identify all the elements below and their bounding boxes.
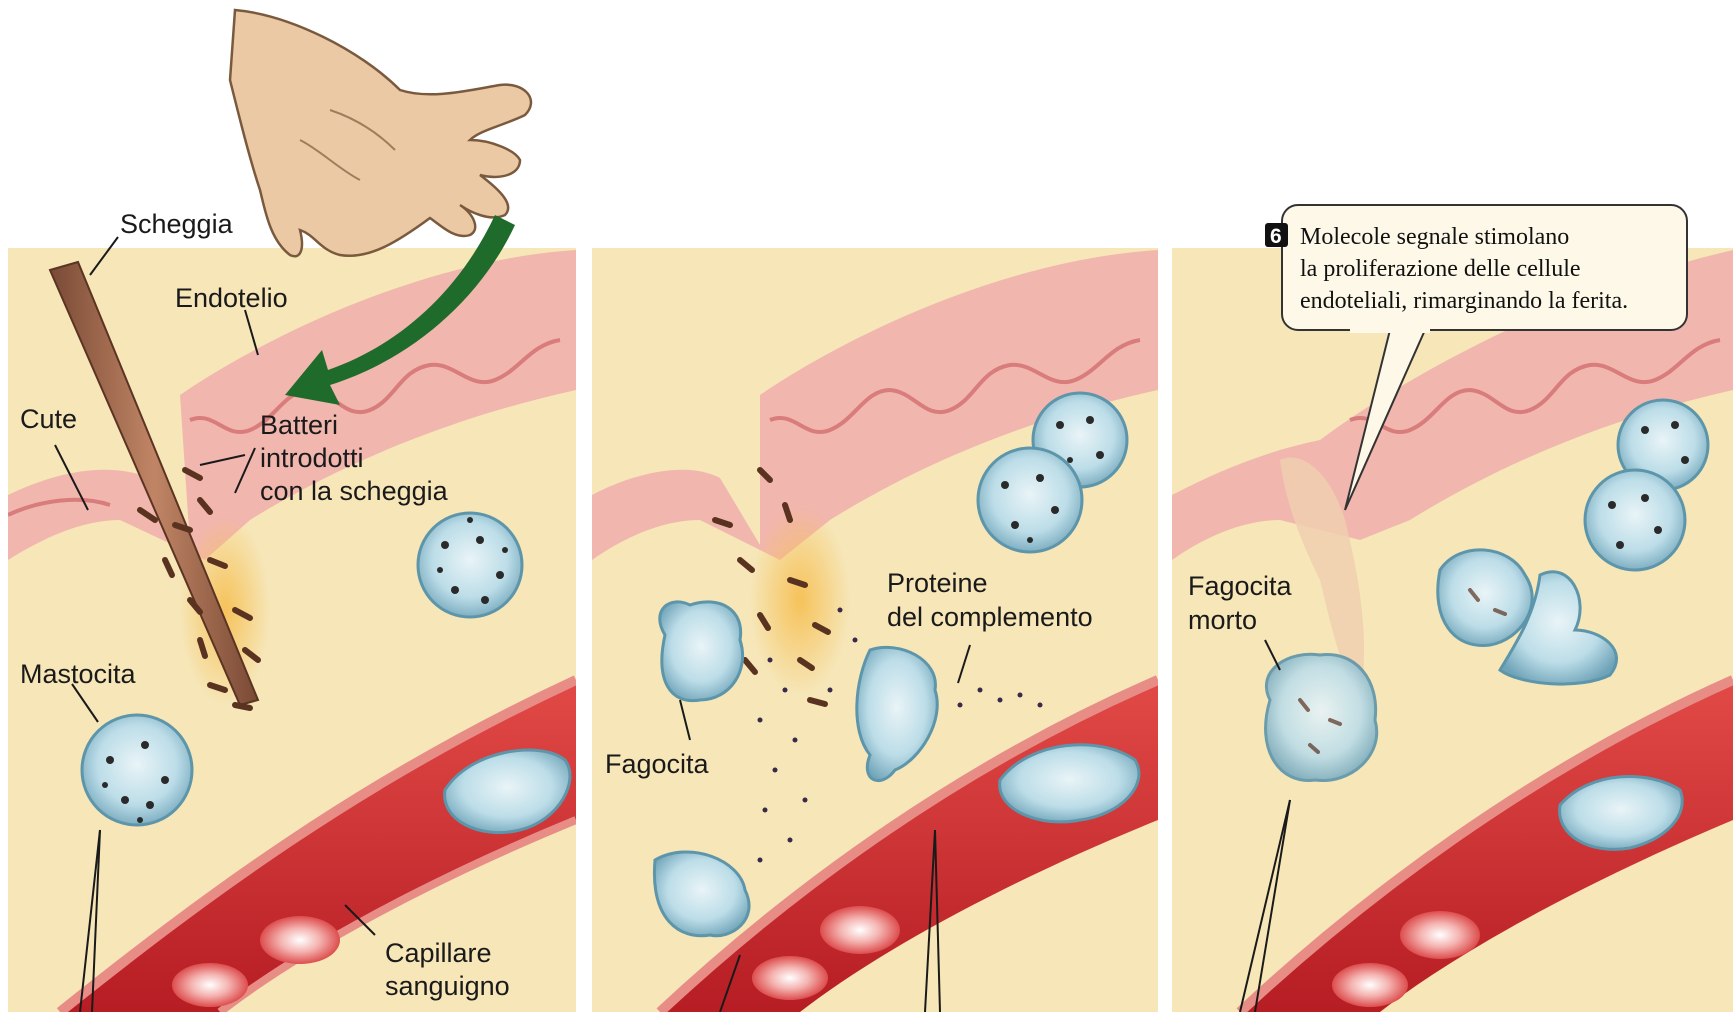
- dead-phagocyte: [1266, 654, 1377, 780]
- label-mastocita: Mastocita: [20, 659, 137, 689]
- label-fagocita-morto-2: morto: [1188, 605, 1257, 635]
- callout-line-2: la proliferazione delle cellule: [1300, 256, 1581, 282]
- panel-2: Proteine del complemento Fagocita: [592, 248, 1158, 1012]
- panel-3: 6 Molecole segnale stimolano la prolifer…: [1172, 205, 1733, 1012]
- mast-cell: [978, 448, 1082, 552]
- mast-cell: [1585, 470, 1685, 570]
- label-proteine-2: del complemento: [887, 602, 1093, 632]
- red-blood-cell: [1332, 963, 1408, 1007]
- label-capillare-2: sanguigno: [385, 971, 510, 1001]
- mast-cell: [418, 513, 522, 617]
- label-endotelio: Endotelio: [175, 283, 288, 313]
- label-batteri-1: Batteri: [260, 410, 338, 440]
- panel-1: Scheggia Endotelio Cute Batteri introdot…: [8, 10, 576, 1012]
- label-fagocita: Fagocita: [605, 749, 710, 779]
- red-blood-cell: [820, 906, 900, 954]
- step-number: 6: [1270, 225, 1282, 248]
- red-blood-cell: [1400, 911, 1480, 959]
- phagocyte: [1438, 550, 1532, 646]
- phagocyte: [660, 602, 743, 701]
- label-capillare-1: Capillare: [385, 938, 492, 968]
- hand: [230, 10, 531, 256]
- label-cute: Cute: [20, 404, 77, 434]
- red-blood-cell: [172, 963, 248, 1007]
- label-batteri-3: con la scheggia: [260, 476, 449, 506]
- red-blood-cell: [752, 956, 828, 1000]
- red-blood-cell: [260, 916, 340, 964]
- label-scheggia: Scheggia: [120, 209, 234, 239]
- callout-line-3: endoteliali, rimarginando la ferita.: [1300, 288, 1628, 314]
- mast-cell: [82, 715, 192, 825]
- label-proteine-1: Proteine: [887, 568, 988, 598]
- label-batteri-2: introdotti: [260, 443, 364, 473]
- callout-line-1: Molecole segnale stimolano: [1300, 224, 1569, 250]
- label-fagocita-morto-1: Fagocita: [1188, 571, 1293, 601]
